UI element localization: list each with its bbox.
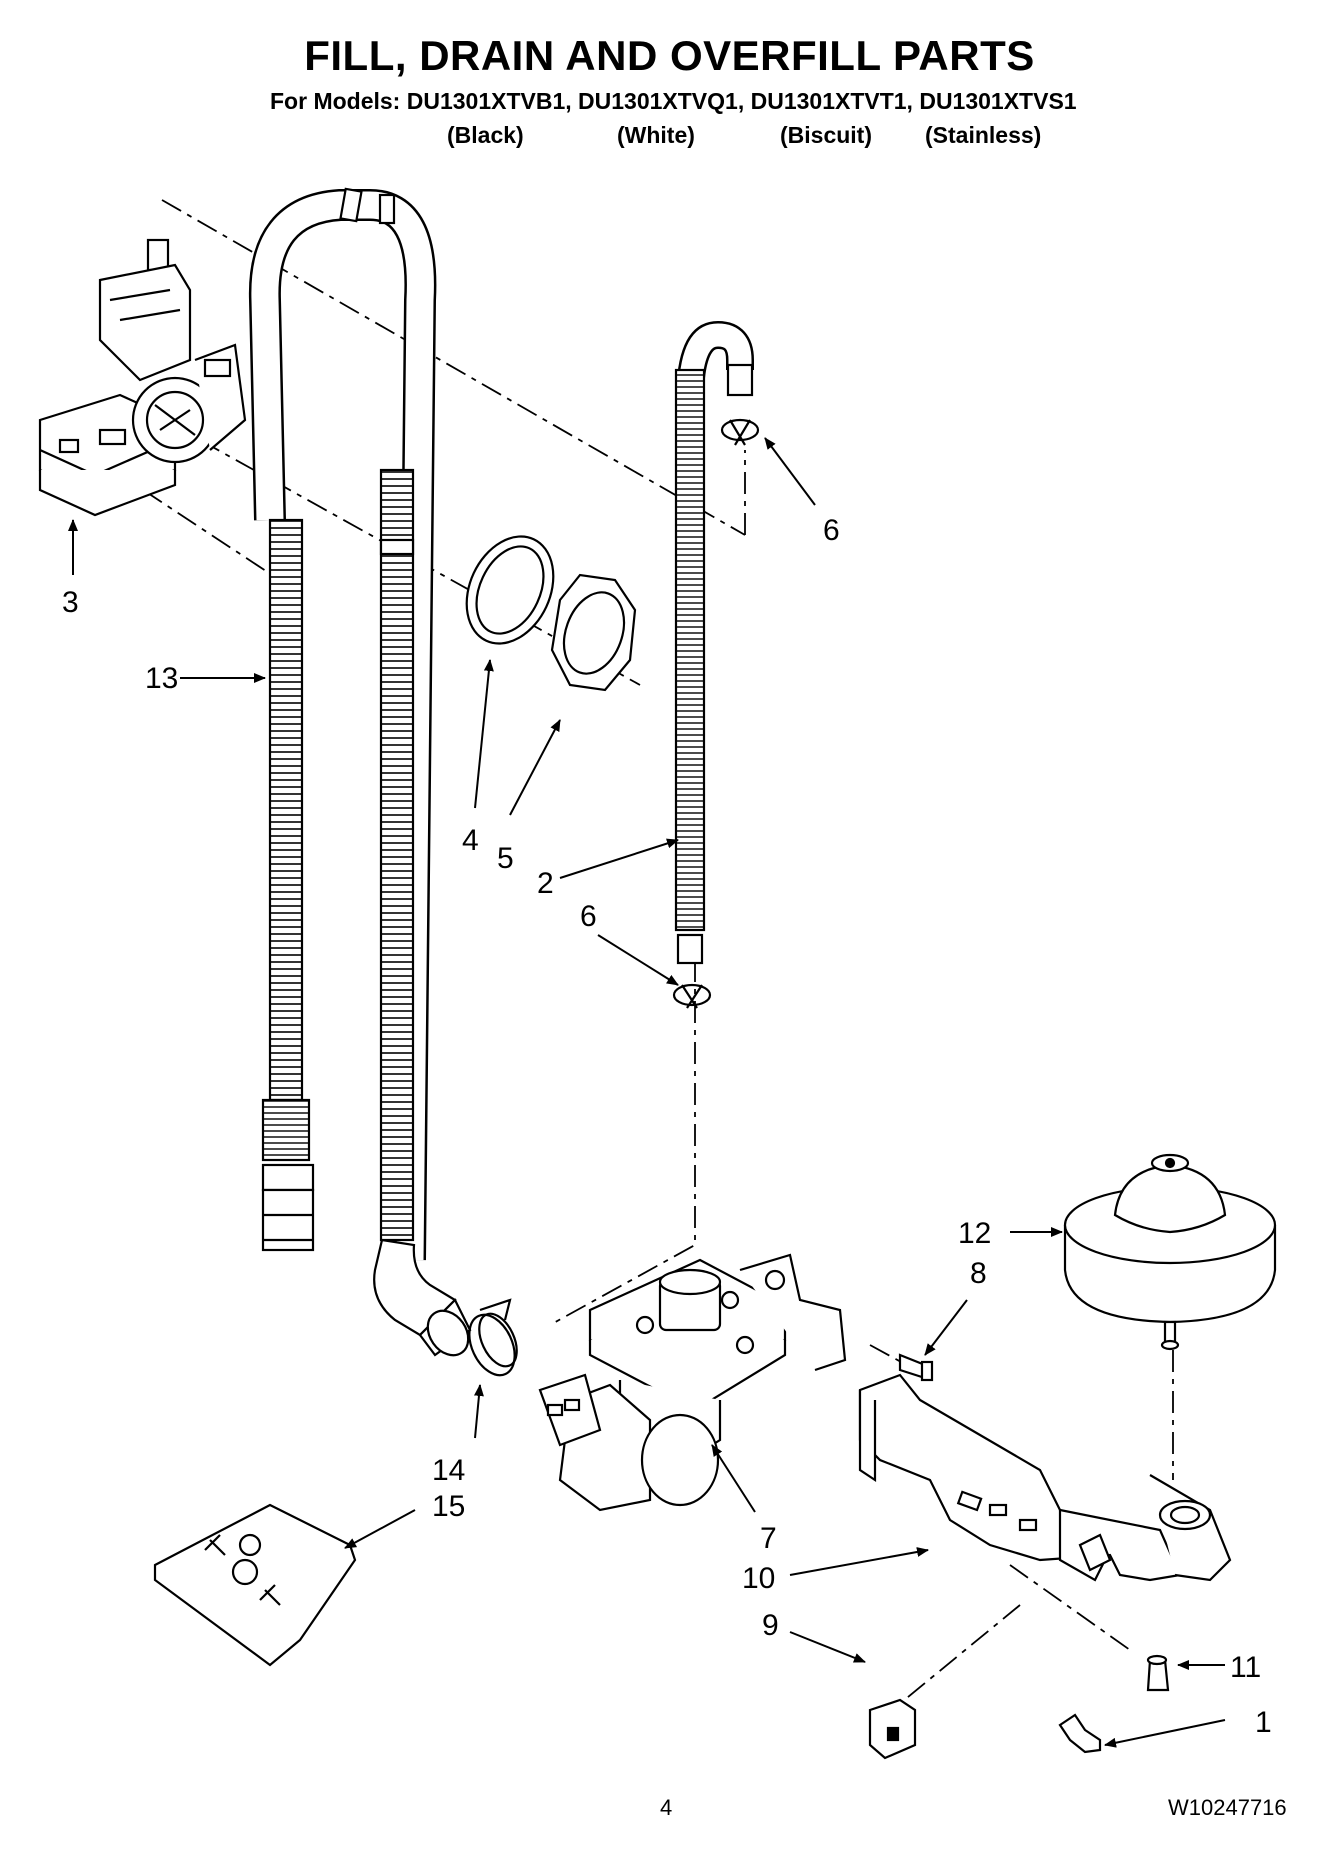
actuator-part-1: [1058, 1713, 1102, 1754]
callout-5: 5: [497, 842, 514, 875]
color-stainless: (Stainless): [925, 122, 1042, 148]
color-white: (White): [617, 122, 695, 148]
drain-hose-part-13: [248, 187, 472, 1357]
hose-clamp-part-14: [468, 1298, 518, 1377]
callout-9: 9: [762, 1609, 779, 1642]
parts-bag-part-15: [153, 1503, 357, 1667]
color-biscuit: (Biscuit): [780, 122, 872, 148]
callout-2: 2: [537, 867, 554, 900]
callout-12: 12: [958, 1217, 991, 1250]
document-code: W10247716: [1168, 1795, 1287, 1820]
pump-motor-part-7: [538, 1253, 847, 1512]
callout-13: 13: [145, 662, 178, 695]
callout-4: 4: [462, 824, 479, 857]
fill-hose-part-2: [674, 320, 754, 965]
gasket-part-4: [465, 535, 555, 645]
leader-arrows: [68, 437, 1226, 1748]
callout-11: 11: [1230, 1651, 1261, 1684]
overfill-housing-part-3: [38, 238, 247, 517]
callout-7: 7: [760, 1522, 777, 1555]
callout-10: 10: [742, 1562, 775, 1595]
hose-clamp-part-6-top: [720, 418, 760, 446]
callout-15: 15: [432, 1490, 465, 1523]
page-number: 4: [660, 1795, 673, 1820]
callout-1: 1: [1255, 1706, 1272, 1739]
callout-8: 8: [970, 1257, 987, 1290]
callout-6-top: 6: [823, 514, 840, 547]
callout-3: 3: [62, 586, 79, 619]
color-black: (Black): [447, 122, 524, 148]
callout-14: 14: [432, 1454, 465, 1487]
models-line: For Models: DU1301XTVB1, DU1301XTVQ1, DU…: [270, 88, 1077, 114]
switch-part-9: [868, 1698, 917, 1760]
screw-part-11: [1146, 1654, 1170, 1692]
callout-6-bottom: 6: [580, 900, 597, 933]
hose-clamp-part-6-bottom: [672, 983, 712, 1009]
float-part-12: [1063, 1153, 1277, 1351]
screw-part-8: [898, 1353, 934, 1382]
nut-part-5: [550, 573, 637, 692]
page-title: FILL, DRAIN AND OVERFILL PARTS: [304, 32, 1035, 79]
bracket-part-10: [858, 1373, 1232, 1582]
